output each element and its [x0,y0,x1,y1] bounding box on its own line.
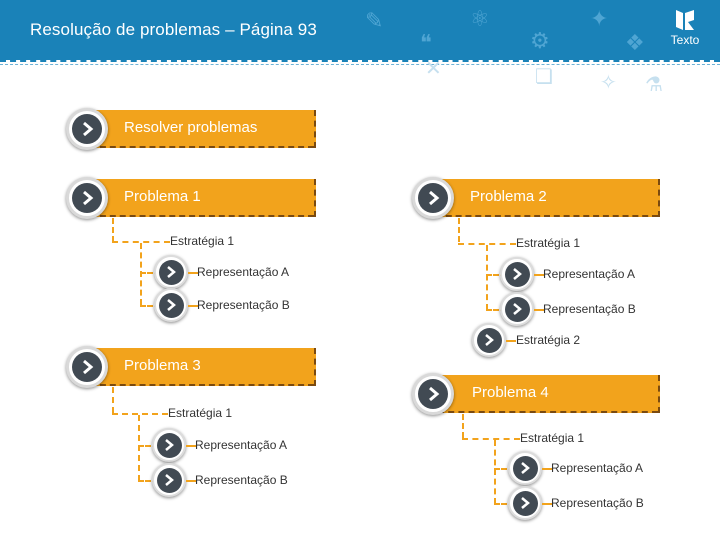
tree-connector [186,480,196,482]
chevron-right-icon [158,259,184,285]
chevron-right-icon [504,261,530,287]
p4-rep-a-button[interactable] [508,451,542,485]
tree-connector [486,245,488,310]
tree-connector [506,340,516,342]
chevron-right-icon [476,327,502,353]
p1-rep-b-button[interactable] [154,288,188,322]
p4-representacao-a: Representação A [551,461,644,475]
p2-rep-b-button[interactable] [500,292,534,326]
chevron-right-icon [156,432,182,458]
chevron-right-icon [72,114,102,144]
problema-4-label: Problema 4 [472,384,549,401]
problema-1-button[interactable] [66,177,108,219]
tree-connector [112,218,114,242]
tree-connector [458,243,516,245]
chevron-right-icon [72,352,102,382]
problema-2-header[interactable]: Problema 2 [418,179,660,217]
p4-estrategia-1: Estratégia 1 [520,431,585,445]
tree-connector [188,305,198,307]
p1-rep-a-button[interactable] [154,255,188,289]
tree-connector [138,415,140,481]
problema-3-button[interactable] [66,346,108,388]
chevron-right-icon [504,296,530,322]
p2-estrategia-1: Estratégia 1 [516,236,581,250]
chevron-right-icon [418,183,448,213]
problema-2-label: Problema 2 [470,188,547,205]
resolver-problemas-header[interactable]: Resolver problemas [72,110,316,148]
tree-connector [112,241,170,243]
tree-connector [138,445,158,447]
problema-1-header[interactable]: Problema 1 [72,179,316,217]
problema-3-label: Problema 3 [124,357,201,374]
tree-connector [140,243,142,305]
problema-3-header[interactable]: Problema 3 [72,348,316,386]
chevron-right-icon [512,490,538,516]
tree-connector [188,272,198,274]
chevron-right-icon [156,467,182,493]
tree-connector [534,274,544,276]
p3-representacao-b: Representação B [195,473,288,487]
p2-rep-a-button[interactable] [500,257,534,291]
p2-representacao-a: Representação A [543,267,636,281]
p3-representacao-a: Representação A [195,438,288,452]
watermark-star-icon: ✧ [600,72,617,94]
tree-connector [542,468,552,470]
p3-rep-a-button[interactable] [152,428,186,462]
header-divider-thin [0,64,720,65]
tree-connector [140,272,160,274]
tree-connector [112,387,114,413]
tree-connector [458,218,460,242]
p3-rep-b-button[interactable] [152,463,186,497]
tree-connector [462,438,520,440]
watermark-arrow-icon: ✕ [425,58,442,80]
p1-estrategia-1: Estratégia 1 [170,234,235,248]
problema-4-button[interactable] [412,373,454,415]
texto-logo: Texto [660,8,710,54]
gear-icon: ⚙ [530,28,550,53]
tree-connector [534,309,544,311]
chat-icon: ❝ [420,30,432,55]
p2-representacao-b: Representação B [543,302,636,316]
logo-icon [676,10,694,30]
p4-representacao-b: Representação B [551,496,644,510]
tree-connector [486,309,506,311]
p1-representacao-a: Representação A [197,265,290,279]
chevron-right-icon [418,379,448,409]
star-icon: ✦ [590,6,609,31]
logo-text: Texto [670,33,700,47]
watermark-flask-icon: ⚗ [645,74,663,96]
p4-rep-b-button[interactable] [508,486,542,520]
problema-4-header[interactable]: Problema 4 [420,375,660,413]
problema-1-label: Problema 1 [124,188,201,205]
p1-representacao-b: Representação B [197,298,290,312]
tree-connector [140,305,160,307]
book-icon: ❖ [625,30,645,55]
resolver-problemas-button[interactable] [66,108,108,150]
chevron-right-icon [158,292,184,318]
atom-icon: ⚛ [470,6,490,31]
watermark-book-icon: ❏ [535,66,553,88]
tree-connector [186,445,196,447]
tree-connector [494,440,496,504]
tree-connector [112,413,168,415]
pencil-icon: ✎ [365,8,384,33]
chevron-right-icon [72,183,102,213]
tree-connector [494,468,514,470]
header-bar: ✎ ❝ ⚛ ⚙ ✦ ❖ Resolução de problemas – Pág… [0,0,720,60]
p2-estrategia-2-button[interactable] [472,323,506,357]
tree-connector [486,274,506,276]
tree-connector [494,503,514,505]
tree-connector [462,414,464,438]
tree-connector [542,503,552,505]
tree-connector [138,480,158,482]
p3-estrategia-1: Estratégia 1 [168,406,233,420]
page-title: Resolução de problemas – Página 93 [30,20,317,39]
chevron-right-icon [512,455,538,481]
header-divider [0,60,720,62]
p2-estrategia-2: Estratégia 2 [516,333,581,347]
problema-2-button[interactable] [412,177,454,219]
resolver-problemas-label: Resolver problemas [124,119,258,136]
